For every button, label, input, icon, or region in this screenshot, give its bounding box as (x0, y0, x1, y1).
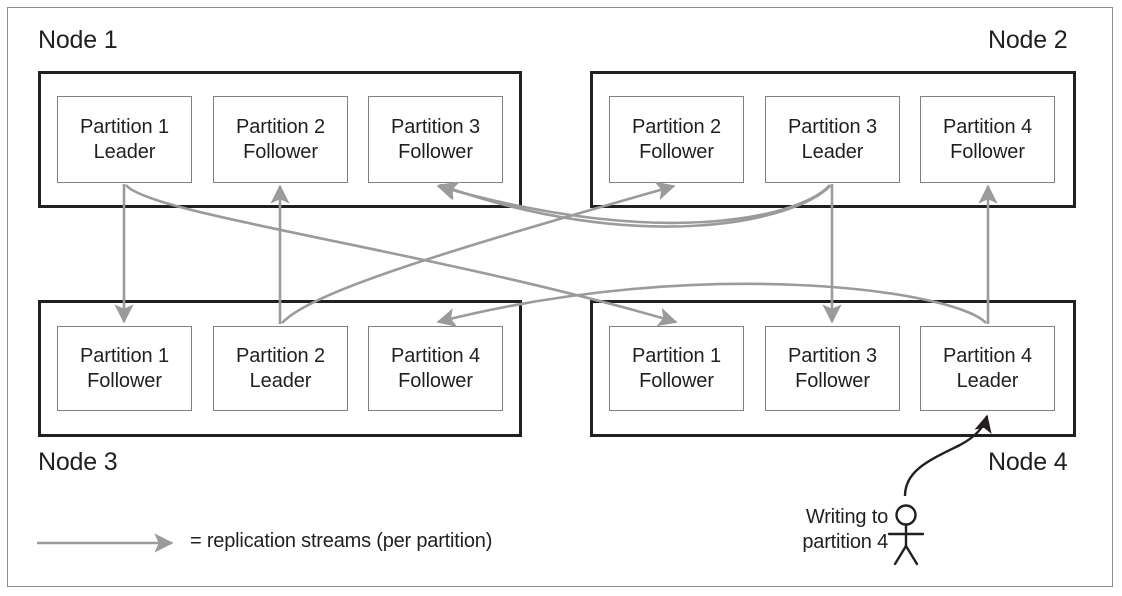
partition-role: Follower (243, 140, 318, 163)
node-label-node2: Node 2 (988, 26, 1068, 54)
partition-name: Partition 4 (943, 345, 1032, 368)
partition-role: Leader (249, 369, 312, 392)
partition-role: Leader (956, 369, 1019, 392)
partition-name: Partition 1 (80, 116, 169, 139)
partition-name: Partition 4 (943, 116, 1032, 139)
client-write-label: Writing to partition 4 (778, 505, 888, 555)
partition-name: Partition 3 (391, 116, 480, 139)
partition-name: Partition 3 (788, 116, 877, 139)
partition-node2-p3[interactable]: Partition 3 Leader (765, 96, 900, 183)
legend-label: = replication streams (per partition) (190, 530, 493, 552)
partition-node4-p1[interactable]: Partition 1 Follower (609, 326, 744, 411)
partition-role: Follower (795, 369, 870, 392)
partition-node2-p4[interactable]: Partition 4 Follower (920, 96, 1055, 183)
node-label-node4: Node 4 (988, 448, 1068, 476)
partition-name: Partition 2 (236, 345, 325, 368)
partition-node4-p4[interactable]: Partition 4 Leader (920, 326, 1055, 411)
partition-name: Partition 2 (236, 116, 325, 139)
node-label-node1: Node 1 (38, 26, 118, 54)
partition-node3-p1[interactable]: Partition 1 Follower (57, 326, 192, 411)
partition-name: Partition 2 (632, 116, 721, 139)
partition-role: Follower (639, 369, 714, 392)
partition-name: Partition 1 (80, 345, 169, 368)
partition-role: Leader (93, 140, 156, 163)
partition-node3-p2[interactable]: Partition 2 Leader (213, 326, 348, 411)
partition-role: Follower (398, 369, 473, 392)
partition-role: Follower (398, 140, 473, 163)
partition-name: Partition 4 (391, 345, 480, 368)
partition-role: Follower (950, 140, 1025, 163)
partition-node3-p4[interactable]: Partition 4 Follower (368, 326, 503, 411)
partition-node2-p2[interactable]: Partition 2 Follower (609, 96, 744, 183)
partition-node1-p3[interactable]: Partition 3 Follower (368, 96, 503, 183)
node-label-node3: Node 3 (38, 448, 118, 476)
partition-role: Follower (87, 369, 162, 392)
partition-node1-p1[interactable]: Partition 1 Leader (57, 96, 192, 183)
partition-name: Partition 3 (788, 345, 877, 368)
partition-role: Follower (639, 140, 714, 163)
client-write-label-line1: Writing to (805, 506, 888, 528)
client-write-label-line2: partition 4 (802, 531, 888, 553)
partition-role: Leader (801, 140, 864, 163)
outer-frame (7, 7, 1113, 587)
partition-node1-p2[interactable]: Partition 2 Follower (213, 96, 348, 183)
partition-name: Partition 1 (632, 345, 721, 368)
partition-node4-p3[interactable]: Partition 3 Follower (765, 326, 900, 411)
